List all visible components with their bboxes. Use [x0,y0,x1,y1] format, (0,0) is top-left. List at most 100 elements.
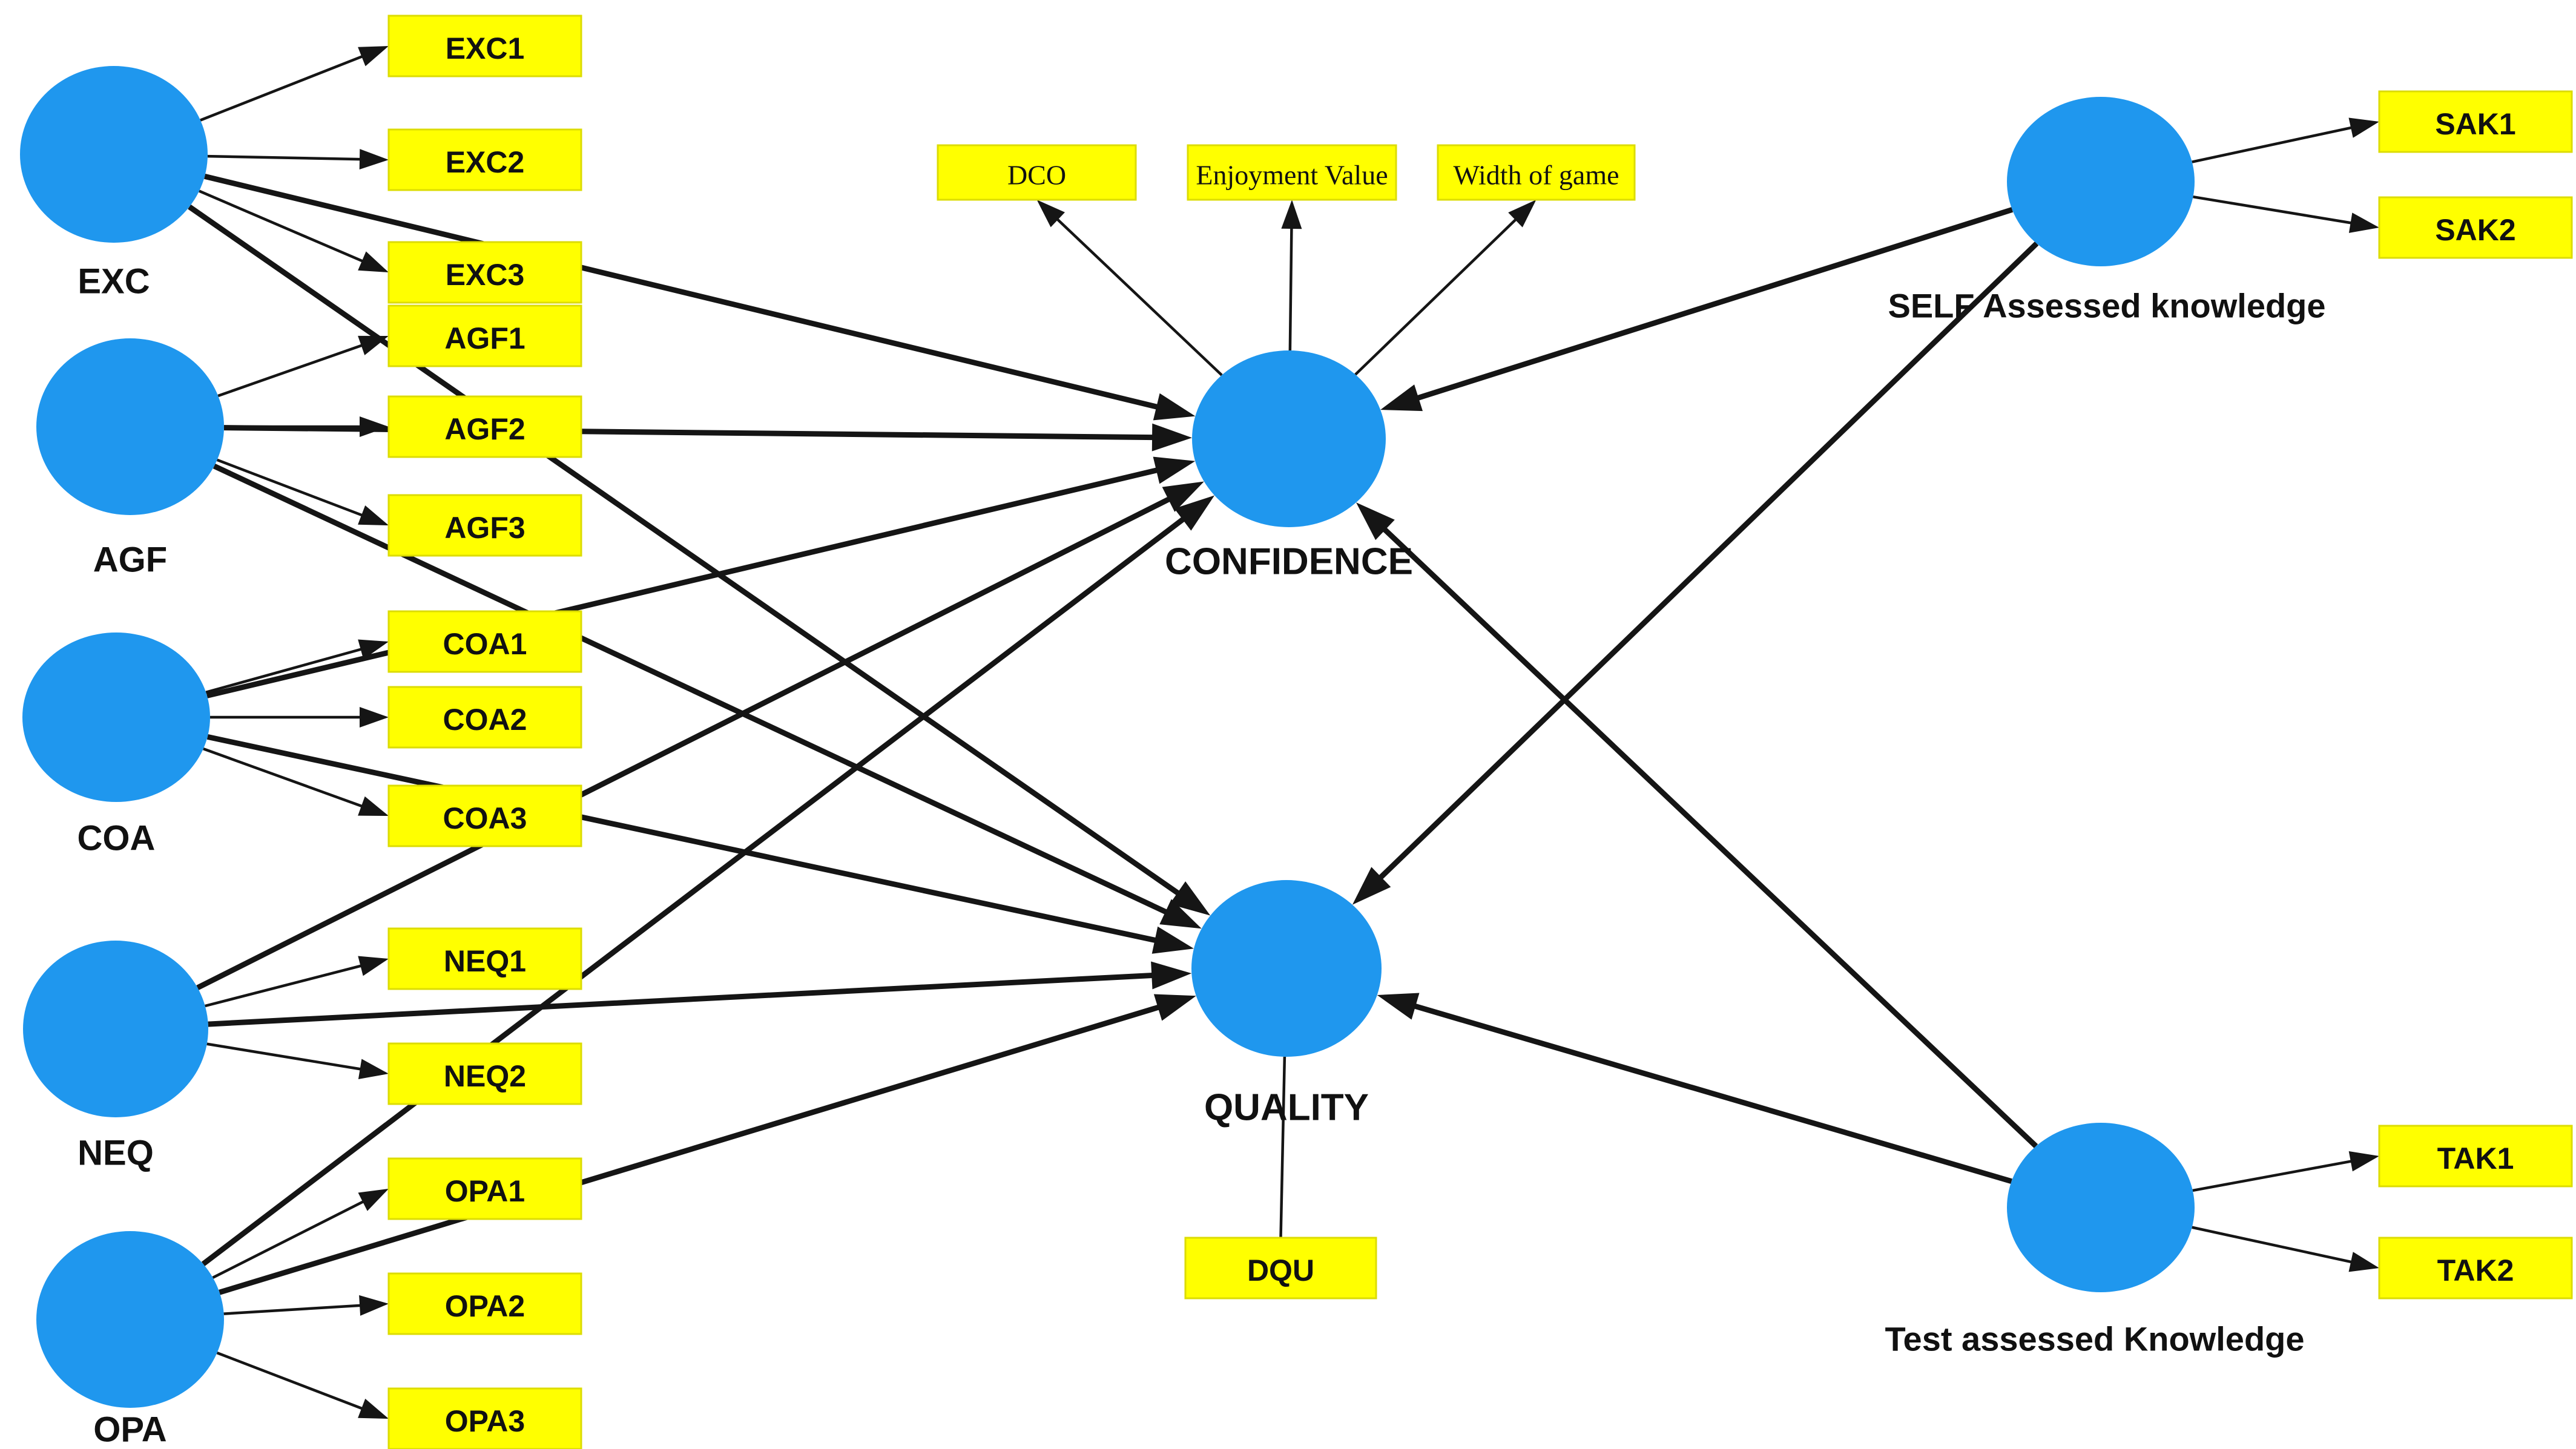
loading-exc-to-exc1 [200,52,370,122]
indicator-coa2 [387,686,582,749]
path-opa-to-quality [219,1001,1170,1295]
loading-neq-to-neq1 [205,962,369,1008]
indicator-neq2 [387,1042,582,1105]
loading-tak-to-tak2-arrowhead [2348,1252,2379,1272]
indicator-opa3-label: OPA3 [445,1404,525,1438]
construct-confidence [1192,350,1386,527]
loading-exc-to-exc2 [207,154,368,161]
construct-exc-label: EXC [77,262,150,301]
loading-confidence-to-wog-arrowhead [1508,200,1537,228]
loading-coa-to-coa1 [205,646,369,694]
path-tak-to-quality-arrowhead [1377,993,1420,1020]
loading-exc-to-exc3 [199,189,371,266]
indicator-tak1 [2378,1125,2573,1188]
indicator-neq1 [387,927,582,990]
indicator-agf1 [387,304,582,367]
indicator-dco [937,144,1137,201]
indicator-coa2-label: COA2 [443,703,527,737]
loading-exc-to-exc1-arrowhead [358,46,389,67]
path-exc-to-confidence [204,173,1168,412]
loading-neq-to-neq2 [206,1042,369,1072]
construct-exc [20,66,208,243]
loading-agf-to-agf1-arrowhead [358,335,389,355]
indicator-ev [1187,144,1397,201]
loading-coa-to-coa2-arrowhead [360,707,389,728]
indicator-edges-layer [199,46,2379,1419]
indicator-sak2-label: SAK2 [2435,213,2515,247]
loading-agf-to-agf1 [217,341,370,398]
path-sak-to-confidence [1407,207,2014,404]
loading-exc-to-exc3-arrowhead [358,251,389,272]
indicator-ev-label: Enjoyment Value [1196,160,1388,191]
path-opa-to-confidence [201,510,1193,1266]
indicator-sak1-label: SAK1 [2435,107,2515,141]
indicator-sak1 [2378,90,2573,153]
loading-confidence-to-ev-arrowhead [1281,200,1302,229]
indicator-coa1 [387,610,582,673]
construct-sak-label: SELF Assessed knowledge [1888,287,2325,325]
indicator-agf1-label: AGF1 [444,321,525,355]
construct-opa-label: OPA [93,1410,166,1449]
loading-opa-to-opa3-arrowhead [358,1398,389,1419]
path-coa-to-quality-arrowhead [1151,926,1194,954]
construct-neq-label: NEQ [77,1134,154,1173]
construct-opa [36,1231,224,1408]
path-exc-to-confidence-arrowhead [1153,393,1196,421]
indicator-wog-label: Width of game [1453,160,1619,191]
loading-opa-to-opa2 [223,1303,368,1315]
structural-edges-layer [188,173,2039,1295]
loading-confidence-to-wog [1354,213,1523,376]
path-exc-to-quality [188,204,1188,902]
indicator-exc2 [387,128,582,191]
construct-coa-label: COA [77,819,156,858]
loading-neq-to-neq2-arrowhead [358,1059,389,1079]
indicator-exc3 [387,241,582,304]
loading-opa-to-opa2-arrowhead [359,1295,389,1316]
indicator-tak1-label: TAK1 [2437,1142,2514,1175]
loading-tak-to-tak1 [2192,1158,2359,1192]
loading-opa-to-opa1 [212,1197,371,1279]
loading-sak-to-sak1-arrowhead [2348,117,2379,138]
path-coa-to-quality [206,734,1167,945]
construct-tak-label: Test assessed Knowledge [1885,1320,2305,1358]
indicator-exc1-label: EXC1 [446,31,525,65]
loading-agf-to-agf3 [216,458,370,519]
path-coa-to-confidence-arrowhead [1153,456,1196,484]
indicator-opa1-label: OPA1 [445,1174,525,1208]
indicator-opa2 [387,1272,582,1335]
indicator-tak2-label: TAK2 [2437,1254,2514,1287]
indicator-wog [1437,144,1636,201]
path-tak-to-confidence-arrowhead [1356,502,1395,540]
indicator-agf2 [387,395,582,458]
indicator-exc2-label: EXC2 [446,145,525,179]
path-neq-to-confidence [196,491,1180,990]
path-sak-to-quality [1371,242,2039,887]
indicator-coa3 [387,784,582,847]
path-tak-to-quality [1404,1000,2012,1184]
loading-confidence-to-dco [1051,213,1223,376]
loading-sak-to-sak1 [2192,125,2359,163]
indicator-opa2-label: OPA2 [445,1289,525,1323]
path-agf-to-quality [212,463,1177,919]
indicator-dqu [1184,1237,1377,1300]
path-neq-to-quality [208,972,1164,1027]
construct-neq [23,941,208,1117]
loading-neq-to-neq1-arrowhead [358,956,389,976]
construct-sak [2007,97,2195,266]
indicator-tak2 [2378,1237,2573,1300]
construct-quality [1191,880,1382,1057]
construct-tak [2007,1123,2195,1292]
path-neq-to-confidence-arrowhead [1162,481,1204,512]
indicator-neq2-label: NEQ2 [444,1059,526,1093]
path-opa-to-quality-arrowhead [1153,994,1196,1021]
loading-agf-to-agf2-arrowhead [360,416,389,437]
indicator-sak2 [2378,196,2573,259]
loading-confidence-to-dco-arrowhead [1036,200,1065,228]
construct-quality-label: QUALITY [1204,1087,1369,1129]
path-coa-to-confidence [206,465,1168,698]
indicator-agf3-label: AGF3 [444,511,525,545]
indicator-coa3-label: COA3 [443,801,527,835]
path-opa-to-confidence-arrowhead [1174,495,1215,531]
